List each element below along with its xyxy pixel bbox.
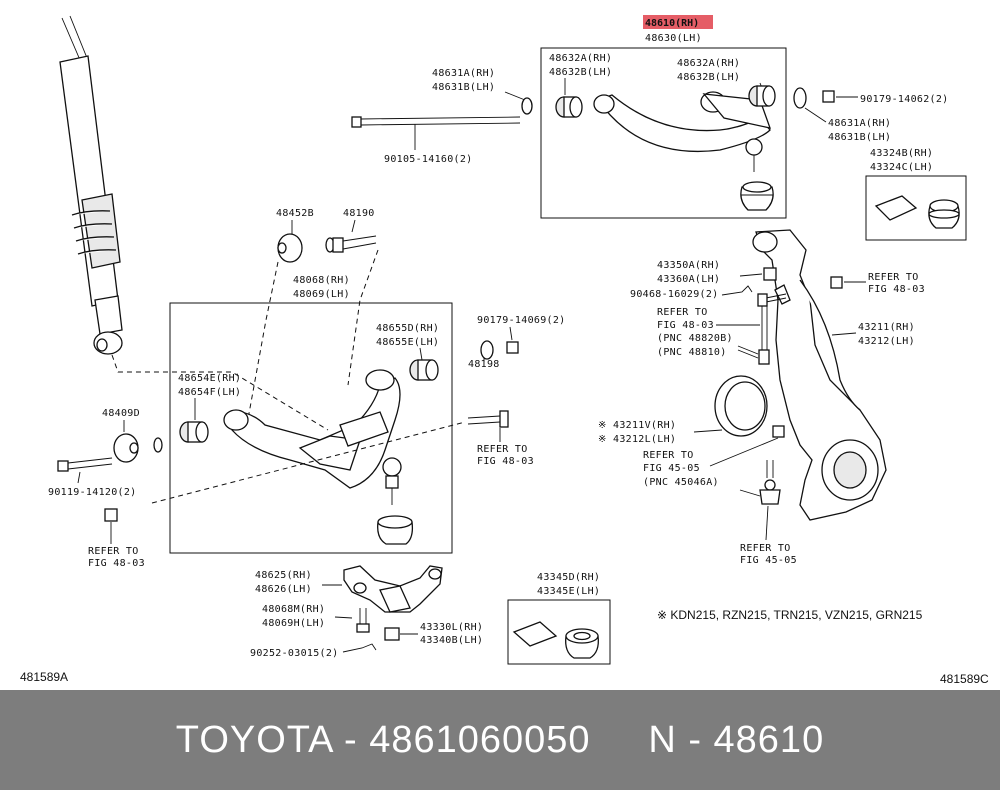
boot-kit-box-lower — [507, 599, 611, 665]
label-90119-14120: 90119-14120(2) — [48, 487, 137, 498]
nut-left — [104, 508, 118, 522]
label-48655e: 48655E(LH) — [376, 337, 439, 348]
label-90252-03015: 90252-03015(2) — [250, 648, 339, 659]
label-48068: 48068(RH) — [293, 275, 350, 286]
label-48610: 48610(RH) — [645, 18, 699, 29]
label-refer-4a: REFER TO — [657, 307, 708, 318]
label-refer-3a: REFER TO — [868, 272, 919, 283]
label-48630: 48630(LH) — [645, 33, 702, 44]
label-43211v: ※ 43211V(RH) — [598, 420, 676, 431]
label-refer-3b: FIG 48-03 — [868, 284, 925, 295]
label-48655d: 48655D(RH) — [376, 323, 439, 334]
label-48198: 48198 — [468, 359, 500, 370]
cam-48409d — [113, 433, 139, 463]
lower-arm — [179, 369, 414, 545]
upper-arm-box — [540, 47, 787, 219]
label-90105-14160: 90105-14160(2) — [384, 154, 473, 165]
label-48654e: 48654E(RH) — [178, 373, 241, 384]
label-refer-4b: FIG 48-03 — [657, 320, 714, 331]
label-refer-2b: FIG 48-03 — [88, 558, 145, 569]
label-48632b-right: 48632B(LH) — [677, 72, 740, 83]
cam-bolt — [325, 235, 377, 253]
label-refer-5c: (PNC 45046A) — [643, 477, 719, 488]
label-43360a: 43360A(LH) — [657, 274, 720, 285]
label-43324c: 43324C(LH) — [870, 162, 933, 173]
label-refer-4c: (PNC 48820B) — [657, 333, 733, 344]
label-refer-4d: (PNC 48810) — [657, 347, 727, 358]
label-43340b: 43340B(LH) — [420, 635, 483, 646]
rear-bushing — [409, 359, 439, 381]
part-number-text: TOYOTA - 4861060050 N - 48610 — [175, 718, 825, 761]
label-43212: 43212(LH) — [858, 336, 915, 347]
label-48452b: 48452B — [276, 208, 314, 219]
label-48632b-left: 48632B(LH) — [549, 67, 612, 78]
dash-shock-link — [111, 354, 329, 431]
label-refer-1a: REFER TO — [477, 444, 528, 455]
label-48190: 48190 — [343, 208, 375, 219]
label-43324b: 43324B(RH) — [870, 148, 933, 159]
parts-diagram: 48610(RH) 48630(LH) 48632A(RH) 48632B(LH… — [20, 15, 989, 686]
label-48632a-right: 48632A(RH) — [677, 58, 740, 69]
steering-knuckle — [752, 229, 887, 521]
diagram-code-right: 481589C — [940, 672, 989, 686]
label-48632a-left: 48632A(RH) — [549, 53, 612, 64]
label-refer-6a: REFER TO — [740, 543, 791, 554]
nut-knuckle — [830, 276, 843, 289]
highlight-48610 — [643, 15, 713, 29]
nut-tie-rod — [772, 425, 785, 438]
nut-43330 — [384, 627, 400, 641]
label-refer-5a: REFER TO — [643, 450, 694, 461]
label-43211: 43211(RH) — [858, 322, 915, 333]
label-90468-16029: 90468-16029(2) — [630, 289, 719, 300]
dust-seal — [714, 375, 768, 437]
label-48409d: 48409D — [102, 408, 140, 419]
label-43350a: 43350A(RH) — [657, 260, 720, 271]
label-43345d: 43345D(RH) — [537, 572, 600, 583]
label-48631a-left: 48631A(RH) — [432, 68, 495, 79]
label-48631b-right: 48631B(LH) — [828, 132, 891, 143]
nut-43350 — [763, 267, 777, 281]
label-90179-14069: 90179-14069(2) — [477, 315, 566, 326]
upper-arm — [555, 85, 776, 211]
label-43345e: 43345E(LH) — [537, 586, 600, 597]
label-43330l: 43330L(RH) — [420, 622, 483, 633]
lower-bolt-right — [467, 410, 509, 428]
label-48069h: 48069H(LH) — [262, 618, 325, 629]
label-48068m: 48068M(RH) — [262, 604, 325, 615]
label-48631a-right: 48631A(RH) — [828, 118, 891, 129]
upper-arm-bolt — [351, 116, 521, 128]
stabilizer-link — [737, 293, 787, 365]
shock-absorber — [59, 15, 123, 355]
dash-cam-link — [245, 249, 379, 431]
label-90179-14062: 90179-14062(2) — [860, 94, 949, 105]
part-number-footer: TOYOTA - 4861060050 N - 48610 — [0, 690, 1000, 790]
bolt-48068m — [356, 608, 370, 633]
label-48654f: 48654F(LH) — [178, 387, 241, 398]
lower-arm-box — [169, 302, 453, 554]
diagram-code-left: 481589A — [20, 670, 68, 684]
model-note: ※ KDN215, RZN215, TRN215, VZN215, GRN215 — [657, 608, 923, 622]
label-43212l: ※ 43212L(LH) — [598, 434, 676, 445]
label-48626: 48626(LH) — [255, 584, 312, 595]
cam-plate — [277, 233, 303, 263]
label-refer-6b: FIG 45-05 — [740, 555, 797, 566]
label-refer-1b: FIG 48-03 — [477, 456, 534, 467]
label-48625: 48625(RH) — [255, 570, 312, 581]
tie-rod-end — [739, 460, 781, 505]
boot-kit-box — [865, 175, 967, 241]
label-refer-2a: REFER TO — [88, 546, 139, 557]
ball-joint-bracket — [343, 565, 443, 613]
label-refer-5b: FIG 45-05 — [643, 463, 700, 474]
label-48069: 48069(LH) — [293, 289, 350, 300]
label-48631b-left: 48631B(LH) — [432, 82, 495, 93]
lower-bolt-left — [57, 437, 163, 472]
